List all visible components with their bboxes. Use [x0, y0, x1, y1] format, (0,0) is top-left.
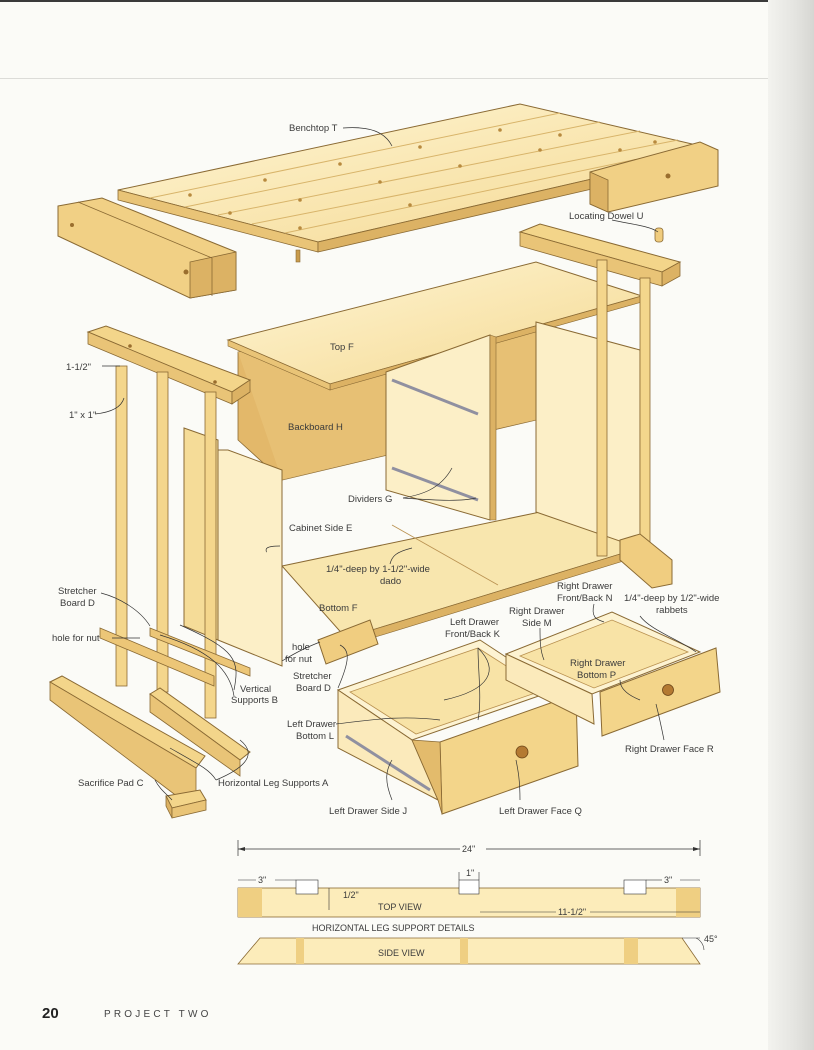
label-right-drawer-side-1: Right Drawer	[509, 606, 564, 617]
label-dim-1-1-2: 1-1/2"	[66, 362, 91, 373]
label-stretcher-mid-2: Board D	[296, 683, 331, 694]
label-stretcher-left-1: Stretcher	[58, 586, 97, 597]
label-dado-1: 1/4"-deep by 1-1/2"-wide	[326, 564, 430, 575]
detail-title: HORIZONTAL LEG SUPPORT DETAILS	[312, 923, 475, 933]
benchtop	[57, 103, 719, 299]
label-bottom: Bottom F	[319, 603, 358, 614]
left-leg-assembly	[48, 325, 379, 819]
side-view-label: SIDE VIEW	[378, 948, 425, 958]
dim-right-3: 3"	[664, 875, 672, 885]
part-labels: Benchtop T Locating Dowel U Top F 1-1/2"…	[52, 123, 719, 817]
label-benchtop: Benchtop T	[289, 123, 338, 134]
cabinet	[183, 261, 644, 667]
label-top: Top F	[330, 342, 354, 353]
label-hole-mid-1: hole	[292, 642, 310, 653]
dim-angle: 45°	[704, 934, 718, 944]
label-right-drawer-bottom-2: Bottom P	[577, 670, 616, 681]
label-locating-dowel: Locating Dowel U	[569, 211, 644, 222]
top-view-label: TOP VIEW	[378, 902, 422, 912]
label-stretcher-left-2: Board D	[60, 598, 95, 609]
dim-overall: 24"	[462, 844, 475, 854]
right-drawer	[504, 611, 721, 737]
label-horizontal-leg-supports: Horizontal Leg Supports A	[218, 778, 329, 789]
label-right-drawer-fb-2: Front/Back N	[557, 593, 613, 604]
dim-one-inch: 1"	[466, 868, 474, 878]
label-dado-2: dado	[380, 576, 401, 587]
locating-dowel	[654, 227, 664, 243]
leg-support-detail: 24" 3" 3" 1" 1/2" TOP VIEW 11-1/2" HORIZ…	[237, 840, 718, 965]
header-rule	[0, 78, 770, 79]
label-dividers: Dividers G	[348, 494, 392, 505]
label-left-drawer-fb-1: Left Drawer	[450, 617, 499, 628]
label-dim-1x1: 1" x 1"	[69, 410, 96, 421]
label-stretcher-mid-1: Stretcher	[293, 671, 332, 682]
label-rabbets-2: rabbets	[656, 605, 688, 616]
label-vertical-supports-1: Vertical	[240, 684, 271, 695]
label-right-drawer-bottom-1: Right Drawer	[570, 658, 625, 669]
label-hole-mid-2: for nut	[285, 654, 312, 665]
label-left-drawer-fb-2: Front/Back K	[445, 629, 501, 640]
page-number: 20	[42, 1005, 59, 1022]
label-sacrifice-pad: Sacrifice Pad C	[78, 778, 144, 789]
label-cabinet-side: Cabinet Side E	[289, 523, 352, 534]
section-label: PROJECT TWO	[104, 1009, 212, 1020]
label-hole-for-nut-left: hole for nut	[52, 633, 100, 644]
label-left-drawer-bottom-1: Left Drawer	[287, 719, 336, 730]
label-left-drawer-bottom-2: Bottom L	[296, 731, 334, 742]
right-leg-assembly	[518, 223, 682, 589]
label-left-drawer-face: Left Drawer Face Q	[499, 806, 582, 817]
left-drawer	[336, 639, 579, 815]
label-right-drawer-side-2: Side M	[522, 618, 552, 629]
label-rabbets-1: 1/4"-deep by 1/2"-wide	[624, 593, 719, 604]
page-top-edge	[0, 0, 814, 2]
label-backboard: Backboard H	[288, 422, 343, 433]
dim-eleven-half: 11-1/2"	[558, 907, 586, 917]
dim-left-3: 3"	[258, 875, 266, 885]
label-right-drawer-face: Right Drawer Face R	[625, 744, 714, 755]
leader-lines	[94, 127, 697, 801]
page-gutter-shadow	[768, 0, 814, 1050]
label-left-drawer-side: Left Drawer Side J	[329, 806, 407, 817]
dim-half-inch: 1/2"	[343, 890, 359, 900]
label-vertical-supports-2: Supports B	[231, 695, 278, 706]
label-right-drawer-fb-1: Right Drawer	[557, 581, 612, 592]
